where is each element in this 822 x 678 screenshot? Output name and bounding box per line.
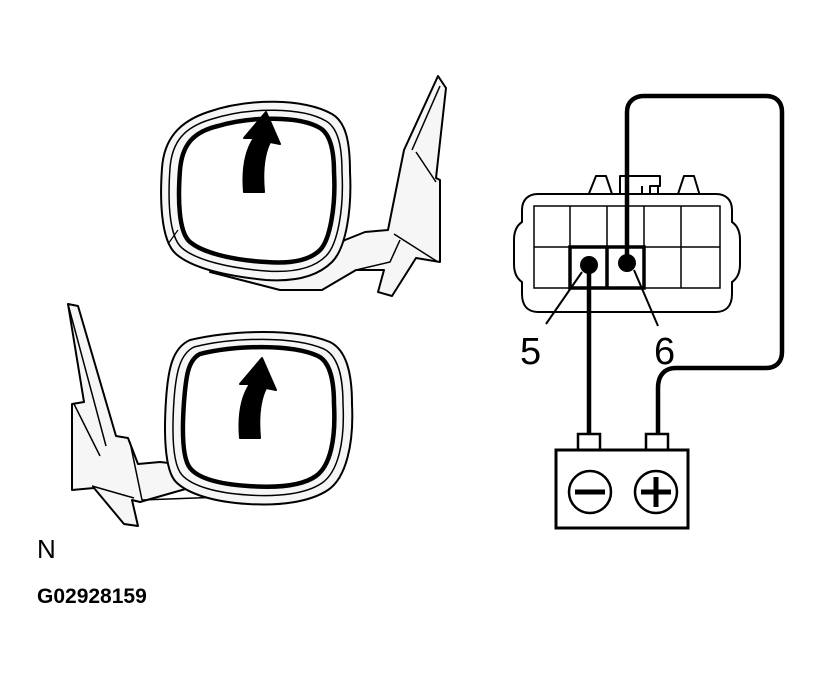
figure-id-label: G02928159 [37, 585, 147, 608]
positive-lead-wire [624, 93, 785, 436]
upper-mirror [160, 75, 447, 297]
minus-icon [567, 469, 613, 515]
terminal-6-label: 6 [654, 331, 675, 373]
lower-mirror [67, 303, 354, 527]
battery [554, 432, 690, 530]
terminal-5-label: 5 [520, 331, 541, 373]
view-code-label: N [37, 534, 56, 564]
plus-icon [633, 469, 679, 515]
